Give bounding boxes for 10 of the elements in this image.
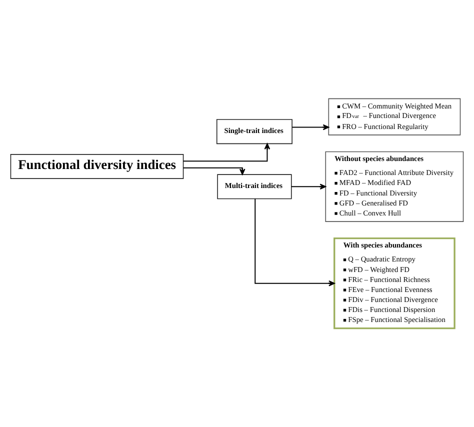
arrow [183,143,270,162]
node-box: With species abundances Q – Quadratic Entropy wFD – Weighted FD FRic – Functional Richness FEve – Functional Evenness FDiv – Functional Divergence FDis – Functional Dispersion FSpe – Functional Specialisation [334,238,456,330]
arrow [291,184,326,190]
arrow [183,167,246,175]
arrow [292,124,330,130]
node-box: Functional diversity indices [10,154,184,179]
node-box: Without species abundances FAD2 – Functional Attribute Diversity MFAD – Modified FAD FD – Functional Diversity GFD – Generalised FD Chull – Convex Hull [325,151,464,222]
arrow [254,198,335,286]
node-box: Single-trait indices [216,119,292,144]
node-box: Multi-trait indices [217,174,292,200]
